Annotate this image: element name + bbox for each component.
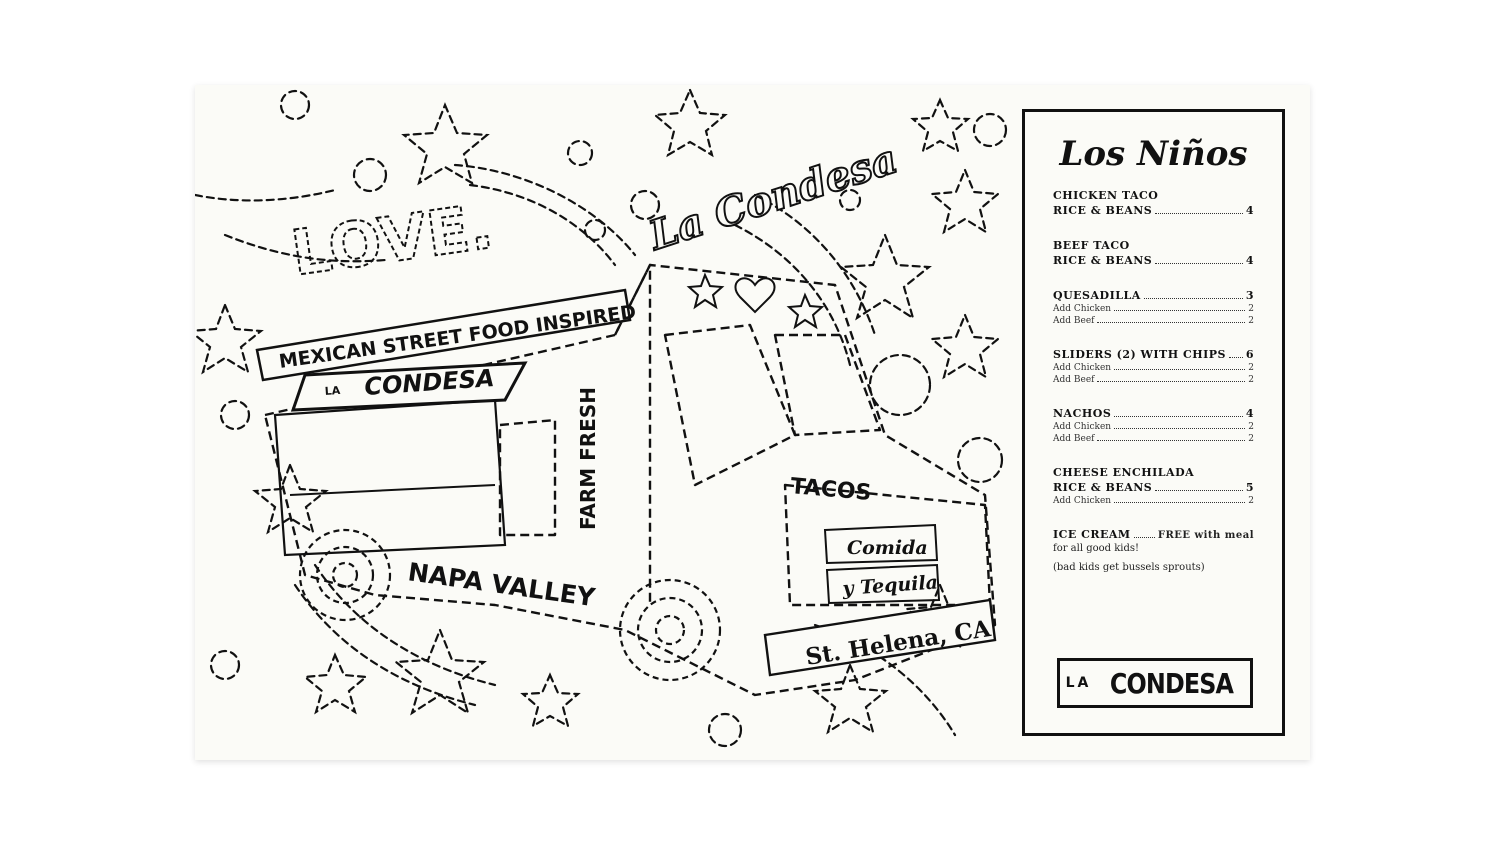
napa-valley-text: NAPA VALLEY [406,557,597,612]
item-name: ICE CREAM [1053,528,1131,541]
item-name: QUESADILLA [1053,289,1141,302]
star-icon [838,232,932,321]
menu-items: CHICKEN TACO RICE & BEANS 4 BEEF TACO RIC… [1053,188,1254,594]
love-text: LOVE. [287,189,497,289]
addon-label: Add Chicken [1053,422,1112,432]
menu-item: NACHOS 4 Add Chicken 2 Add Beef 2 [1053,406,1254,445]
addon-price: 2 [1248,316,1254,326]
item-price: 3 [1245,289,1254,302]
item-price: 5 [1245,481,1254,494]
item-name: BEEF TACO [1053,239,1130,252]
star-icon [929,312,1001,380]
placemat-sheet: LOVE. La Condesa MEXICAN STREET FOOD INS… [195,85,1310,760]
addon-label: Add Chicken [1053,363,1112,373]
menu-item: QUESADILLA 3 Add Chicken 2 Add Beef 2 [1053,288,1254,327]
star-icon [812,662,889,735]
star-icon [910,97,971,154]
farm-fresh-text: FARM FRESH [576,387,600,530]
item-name: CHEESE ENCHILADA [1053,466,1195,479]
star-icon [686,272,725,310]
item-price: FREE with meal [1157,530,1254,541]
food-truck-illustration: LOVE. La Condesa MEXICAN STREET FOOD INS… [195,87,1008,748]
ice-cream-line2: for all good kids! [1053,543,1140,554]
addon-price: 2 [1248,496,1254,506]
item-price: 4 [1245,254,1254,267]
logo-la: LA [1065,675,1092,691]
star-icon [252,462,329,535]
item-name: CHICKEN TACO [1053,189,1159,202]
addon-price: 2 [1248,363,1254,373]
menu-item: SLIDERS (2) WITH CHIPS 6 Add Chicken 2 Add… [1053,347,1254,386]
heart-icon [734,277,776,314]
item-side: RICE & BEANS [1053,481,1153,494]
menu-item-ice-cream: ICE CREAM FREE with meal for all good kid… [1053,527,1254,574]
tacos-text: TACOS [789,474,872,506]
brand-logo: LA CONDESA [1057,658,1253,708]
script-brand-text: La Condesa [643,135,903,260]
addon-price: 2 [1248,375,1254,385]
addon-label: Add Beef [1053,434,1095,444]
item-price: 4 [1245,204,1254,217]
star-icon [401,102,490,186]
addon-label: Add Beef [1053,316,1095,326]
item-price: 6 [1245,348,1254,361]
star-icon [393,627,487,716]
star-icon [195,302,264,375]
addon-price: 2 [1248,422,1254,432]
awning-la-text: LA [324,384,341,398]
addon-price: 2 [1248,434,1254,444]
addon-label: Add Chicken [1053,304,1112,314]
star-icon [929,167,1001,235]
addon-price: 2 [1248,304,1254,314]
star-icon [302,652,369,715]
item-side: RICE & BEANS [1053,254,1153,267]
star-icon [786,292,825,330]
star-icon [652,87,728,158]
tequila-text: y Tequila [841,571,939,600]
menu-title: Los Niños [1059,134,1248,174]
kids-menu-panel: Los Niños CHICKEN TACO RICE & BEANS 4 BEE… [1022,109,1285,736]
star-icon [520,672,581,729]
addon-label: Add Beef [1053,375,1095,385]
logo-brand: CONDESA [1110,666,1234,700]
ice-cream-note: (bad kids get bussels sprouts) [1053,562,1205,573]
item-side: RICE & BEANS [1053,204,1153,217]
item-name: NACHOS [1053,407,1112,420]
item-name: SLIDERS (2) WITH CHIPS [1053,348,1226,361]
comida-text: Comida [847,537,928,559]
menu-item: CHEESE ENCHILADA RICE & BEANS 5 Add Chick… [1053,465,1254,507]
menu-item: BEEF TACO RICE & BEANS 4 [1053,238,1254,268]
addon-label: Add Chicken [1053,496,1112,506]
item-price: 4 [1245,407,1254,420]
menu-item: CHICKEN TACO RICE & BEANS 4 [1053,188,1254,218]
